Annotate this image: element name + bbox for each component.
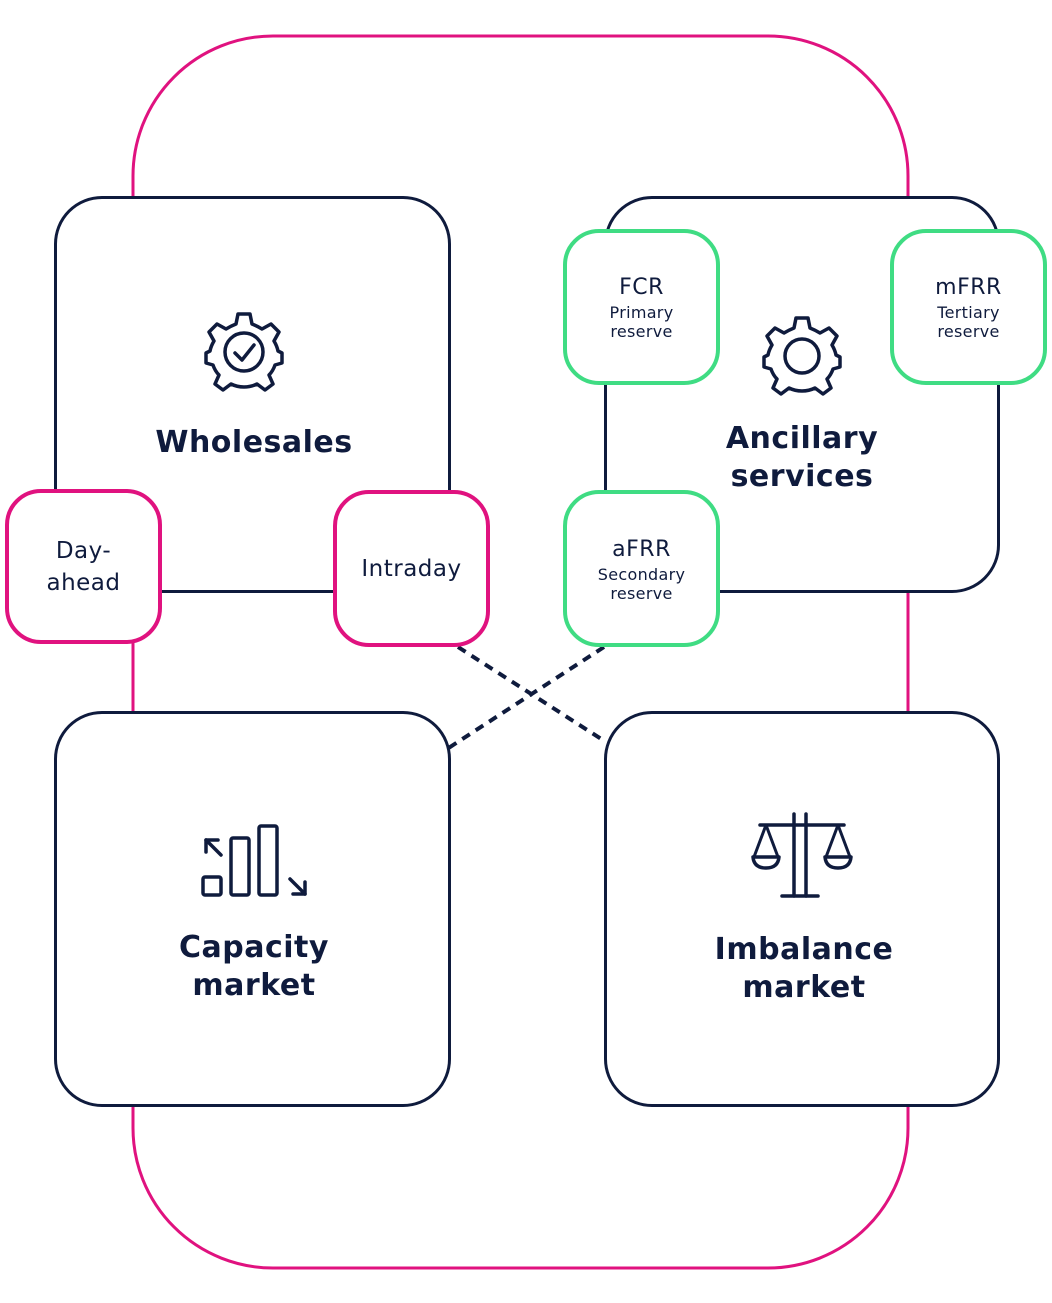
fcr-pill: FCR Primary reserve	[563, 229, 720, 385]
gear-icon	[762, 316, 842, 396]
dashed-connector-afrr-capacity	[445, 645, 606, 751]
wholesales-title: Wholesales	[155, 425, 353, 460]
imbalance-market-box	[604, 711, 1000, 1107]
day-ahead-line2: ahead	[46, 569, 121, 596]
mfrr-sub1: Tertiary	[937, 303, 1000, 322]
capacity-market-title: Capacity market	[179, 930, 329, 1003]
bar-chart-arrows-icon	[201, 824, 307, 897]
outer-frame	[131, 34, 910, 1270]
fcr-sub2: reserve	[610, 322, 673, 341]
day-ahead-pill: Day- ahead	[5, 489, 162, 644]
afrr-pill: aFRR Secondary reserve	[563, 490, 720, 647]
intraday-label: Intraday	[361, 555, 462, 582]
imbalance-market-title: Imbalance market	[714, 932, 894, 1005]
fcr-sub1: Primary	[609, 303, 674, 322]
afrr-sub2: reserve	[610, 583, 673, 603]
mfrr-sub2: reserve	[937, 322, 1000, 341]
gear-check-icon	[204, 312, 284, 392]
afrr-title: aFRR	[612, 536, 671, 562]
mfrr-title: mFRR	[935, 275, 1002, 300]
capacity-market-box	[54, 711, 451, 1107]
ancillary-services-title: Ancillary services	[725, 421, 879, 494]
fcr-title: FCR	[619, 275, 664, 300]
intraday-pill: Intraday	[333, 490, 490, 647]
afrr-sub1: Secondary	[597, 564, 686, 584]
day-ahead-line1: Day-	[55, 537, 112, 564]
balance-scale-icon	[751, 812, 853, 898]
mfrr-pill: mFRR Tertiary reserve	[890, 229, 1047, 385]
